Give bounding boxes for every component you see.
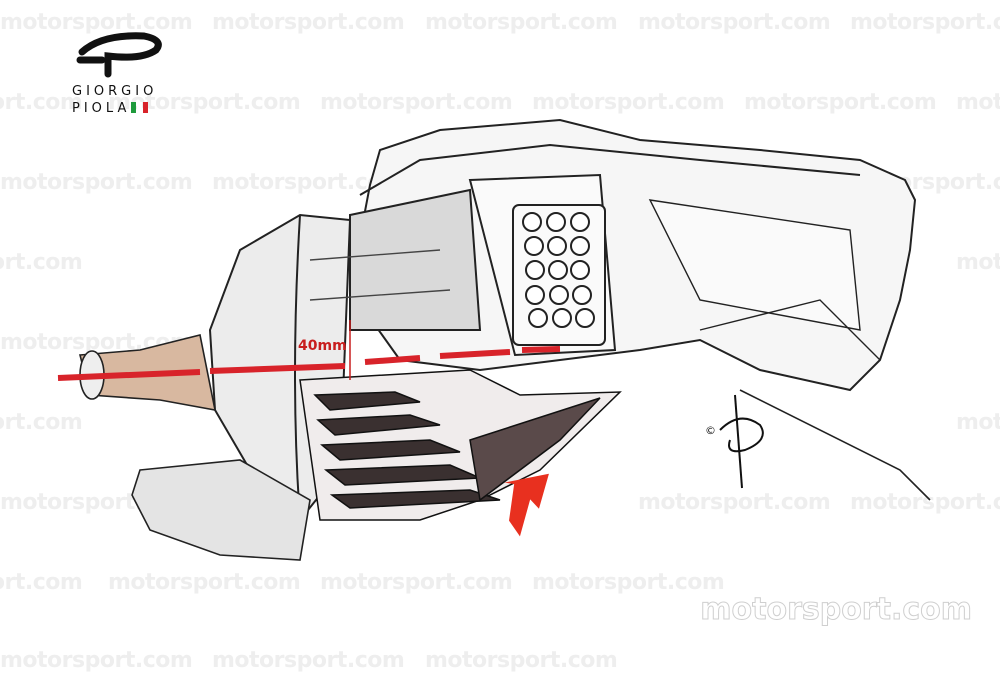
turning-vanes bbox=[299, 369, 622, 521]
logo-name-line2: PIOLA bbox=[72, 100, 182, 117]
flag-white bbox=[137, 102, 143, 113]
flag-red bbox=[143, 102, 149, 113]
flag-green bbox=[131, 102, 137, 113]
lower-suspension bbox=[131, 459, 311, 561]
vent-panel bbox=[512, 204, 606, 346]
gp-logo-icon bbox=[76, 32, 162, 78]
centerline bbox=[57, 346, 561, 381]
arrow-icon bbox=[504, 473, 549, 537]
dimension-label: 40mm bbox=[298, 338, 347, 354]
motorsport-watermark: motorsport.com bbox=[700, 592, 973, 628]
svg-text:©: © bbox=[705, 424, 716, 437]
giorgio-piola-logo: GIORGIO PIOLA bbox=[72, 30, 182, 117]
logo-name-line1: GIORGIO bbox=[72, 84, 158, 99]
artist-signature: © bbox=[705, 394, 764, 489]
